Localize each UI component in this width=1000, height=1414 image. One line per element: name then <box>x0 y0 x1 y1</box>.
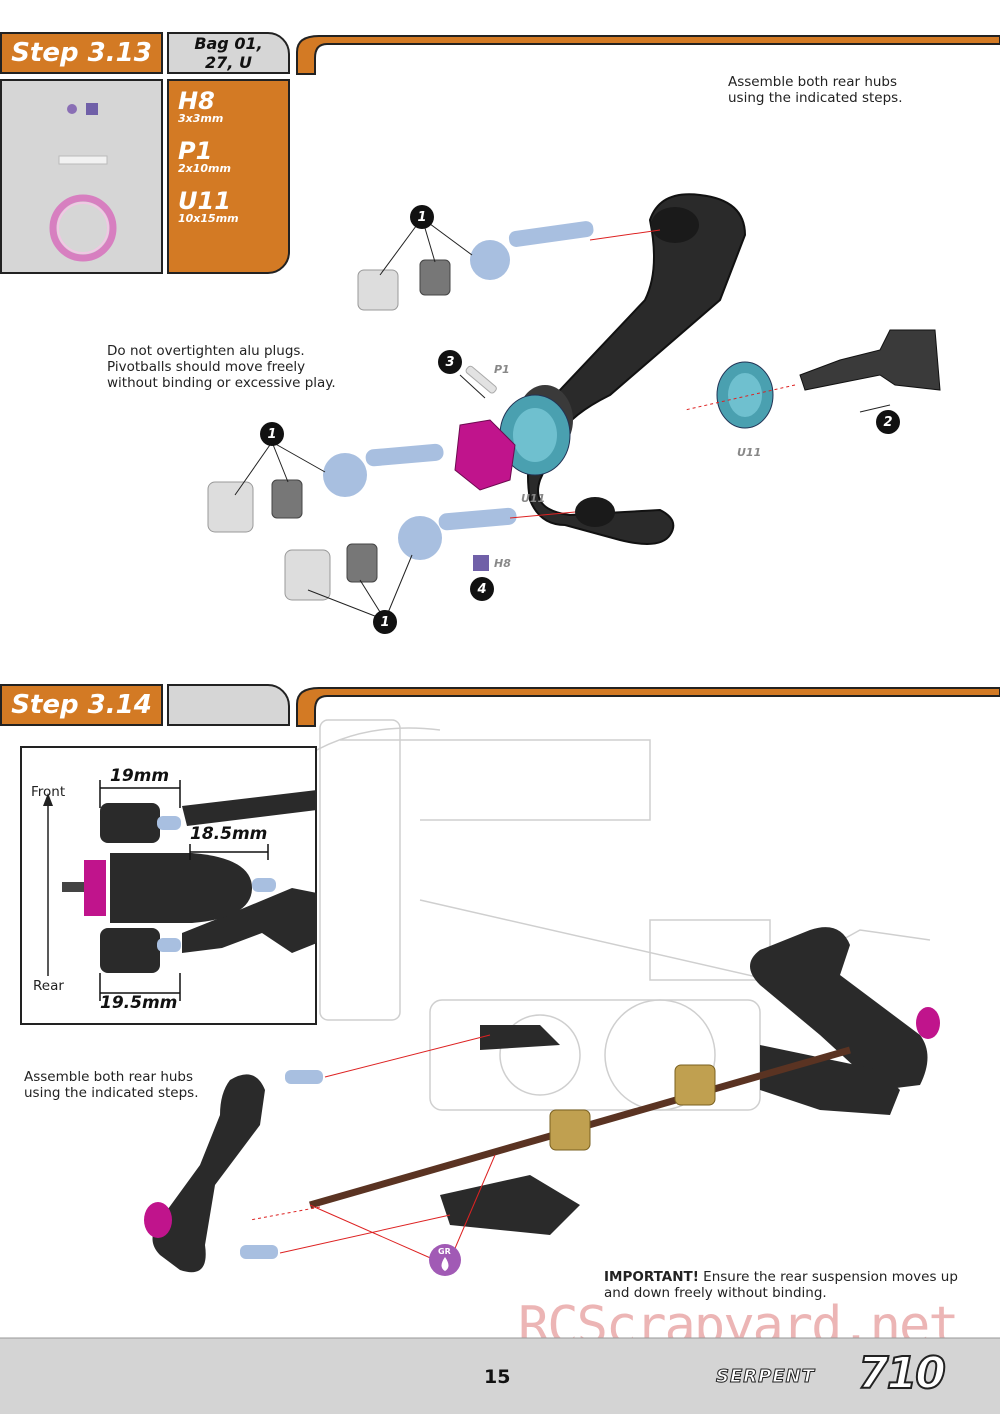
part-p1: P1 2x10mm <box>178 139 288 175</box>
rear-label: Rear <box>33 978 64 994</box>
measurement-inset: Front Rear 19mm 18.5mm 19.5mm <box>20 746 317 1025</box>
guide-lines <box>249 1034 496 1261</box>
rear-hub-upright <box>517 193 747 545</box>
gold-outdrive-left <box>549 1109 591 1151</box>
left-bottom-pivotball <box>240 1245 278 1259</box>
callout-3: 3 <box>438 350 462 374</box>
inset-hub-drawing <box>43 780 317 1001</box>
step1-top-note: Assemble both rear hubs using the indica… <box>728 74 903 106</box>
important-note: IMPORTANT! Ensure the rear suspension mo… <box>604 1269 974 1301</box>
step2-left-note: Assemble both rear hubs using the indica… <box>24 1069 199 1101</box>
dimension-19-5mm: 19.5mm <box>100 993 178 1013</box>
grease-drop-icon <box>429 1244 461 1276</box>
u11-bearing-right <box>716 361 774 429</box>
magenta-hex-nut <box>454 419 516 491</box>
brand-model: 710 <box>857 1347 947 1400</box>
step-3-14-label: Step 3.14 <box>0 684 163 726</box>
part-size: 3x3mm <box>178 112 224 125</box>
bag-info-box-empty <box>167 684 290 726</box>
page-number: 15 <box>484 1366 511 1388</box>
callout-1-bottom: 1 <box>373 610 397 634</box>
u11-bearing-left <box>499 394 571 476</box>
front-label: Front <box>31 784 66 800</box>
important-label: IMPORTANT! <box>604 1269 699 1285</box>
gold-outdrive-right <box>674 1064 716 1106</box>
part-code: P1 <box>178 137 213 165</box>
parts-code-panel: H8 3x3mm P1 2x10mm U11 10x15mm <box>167 79 290 274</box>
part-code: H8 <box>178 87 215 115</box>
dimension-19mm: 19mm <box>110 766 170 786</box>
lower-pivotball-group <box>284 507 576 601</box>
top-pivotball-group <box>357 221 661 311</box>
bag-info-box: Bag 01, 27, U <box>167 32 290 74</box>
rear-suspension-assembly <box>144 927 940 1276</box>
upper-link-mount <box>480 1025 560 1050</box>
header-rule-2 <box>296 687 1000 727</box>
important-text: Ensure the rear suspension moves up and … <box>604 1269 958 1301</box>
parts-illustrations <box>49 103 117 262</box>
rear-hub-exploded-diagram <box>207 193 941 621</box>
label-p1: P1 <box>494 363 510 376</box>
page-footer <box>0 1338 1000 1414</box>
left-rear-hub <box>144 1074 265 1273</box>
callout-4: 4 <box>470 577 494 601</box>
callout-1-top: 1 <box>410 205 434 229</box>
middle-pivotball-group <box>207 443 444 533</box>
part-size: 2x10mm <box>178 162 231 175</box>
callout-2: 2 <box>876 410 900 434</box>
rear-axle <box>684 329 941 411</box>
grease-label: GR <box>438 1247 451 1256</box>
callout-1-middle: 1 <box>260 422 284 446</box>
left-top-pivotball <box>285 1070 323 1084</box>
step1-left-note: Do not overtighten alu plugs. Pivotballs… <box>107 343 336 391</box>
brand-serpent: SERPENT <box>716 1366 815 1388</box>
right-rear-hub <box>750 927 940 1090</box>
part-code: U11 <box>178 187 231 215</box>
footer-top-edge <box>0 1337 1000 1339</box>
label-u11-right: U11 <box>737 446 762 459</box>
p1-pin <box>465 365 497 394</box>
label-h8: H8 <box>494 557 511 570</box>
step-3-13-label: Step 3.13 <box>0 32 163 74</box>
bag-info-text: Bag 01, 27, U <box>194 34 263 72</box>
dimension-18-5mm: 18.5mm <box>190 824 268 844</box>
h8-setscrew-icon <box>67 103 98 115</box>
header-rule <box>296 35 1000 75</box>
h8-setscrew <box>473 555 489 571</box>
part-size: 10x15mm <box>178 212 239 225</box>
part-u11: U11 10x15mm <box>178 189 288 225</box>
part-h8: H8 3x3mm <box>178 89 288 125</box>
u11-bearing-icon <box>49 194 117 262</box>
parts-image-panel <box>0 79 163 274</box>
p1-pin-icon <box>58 155 108 165</box>
label-u11-left: U11 <box>521 492 546 505</box>
left-lower-arm <box>440 1175 580 1235</box>
